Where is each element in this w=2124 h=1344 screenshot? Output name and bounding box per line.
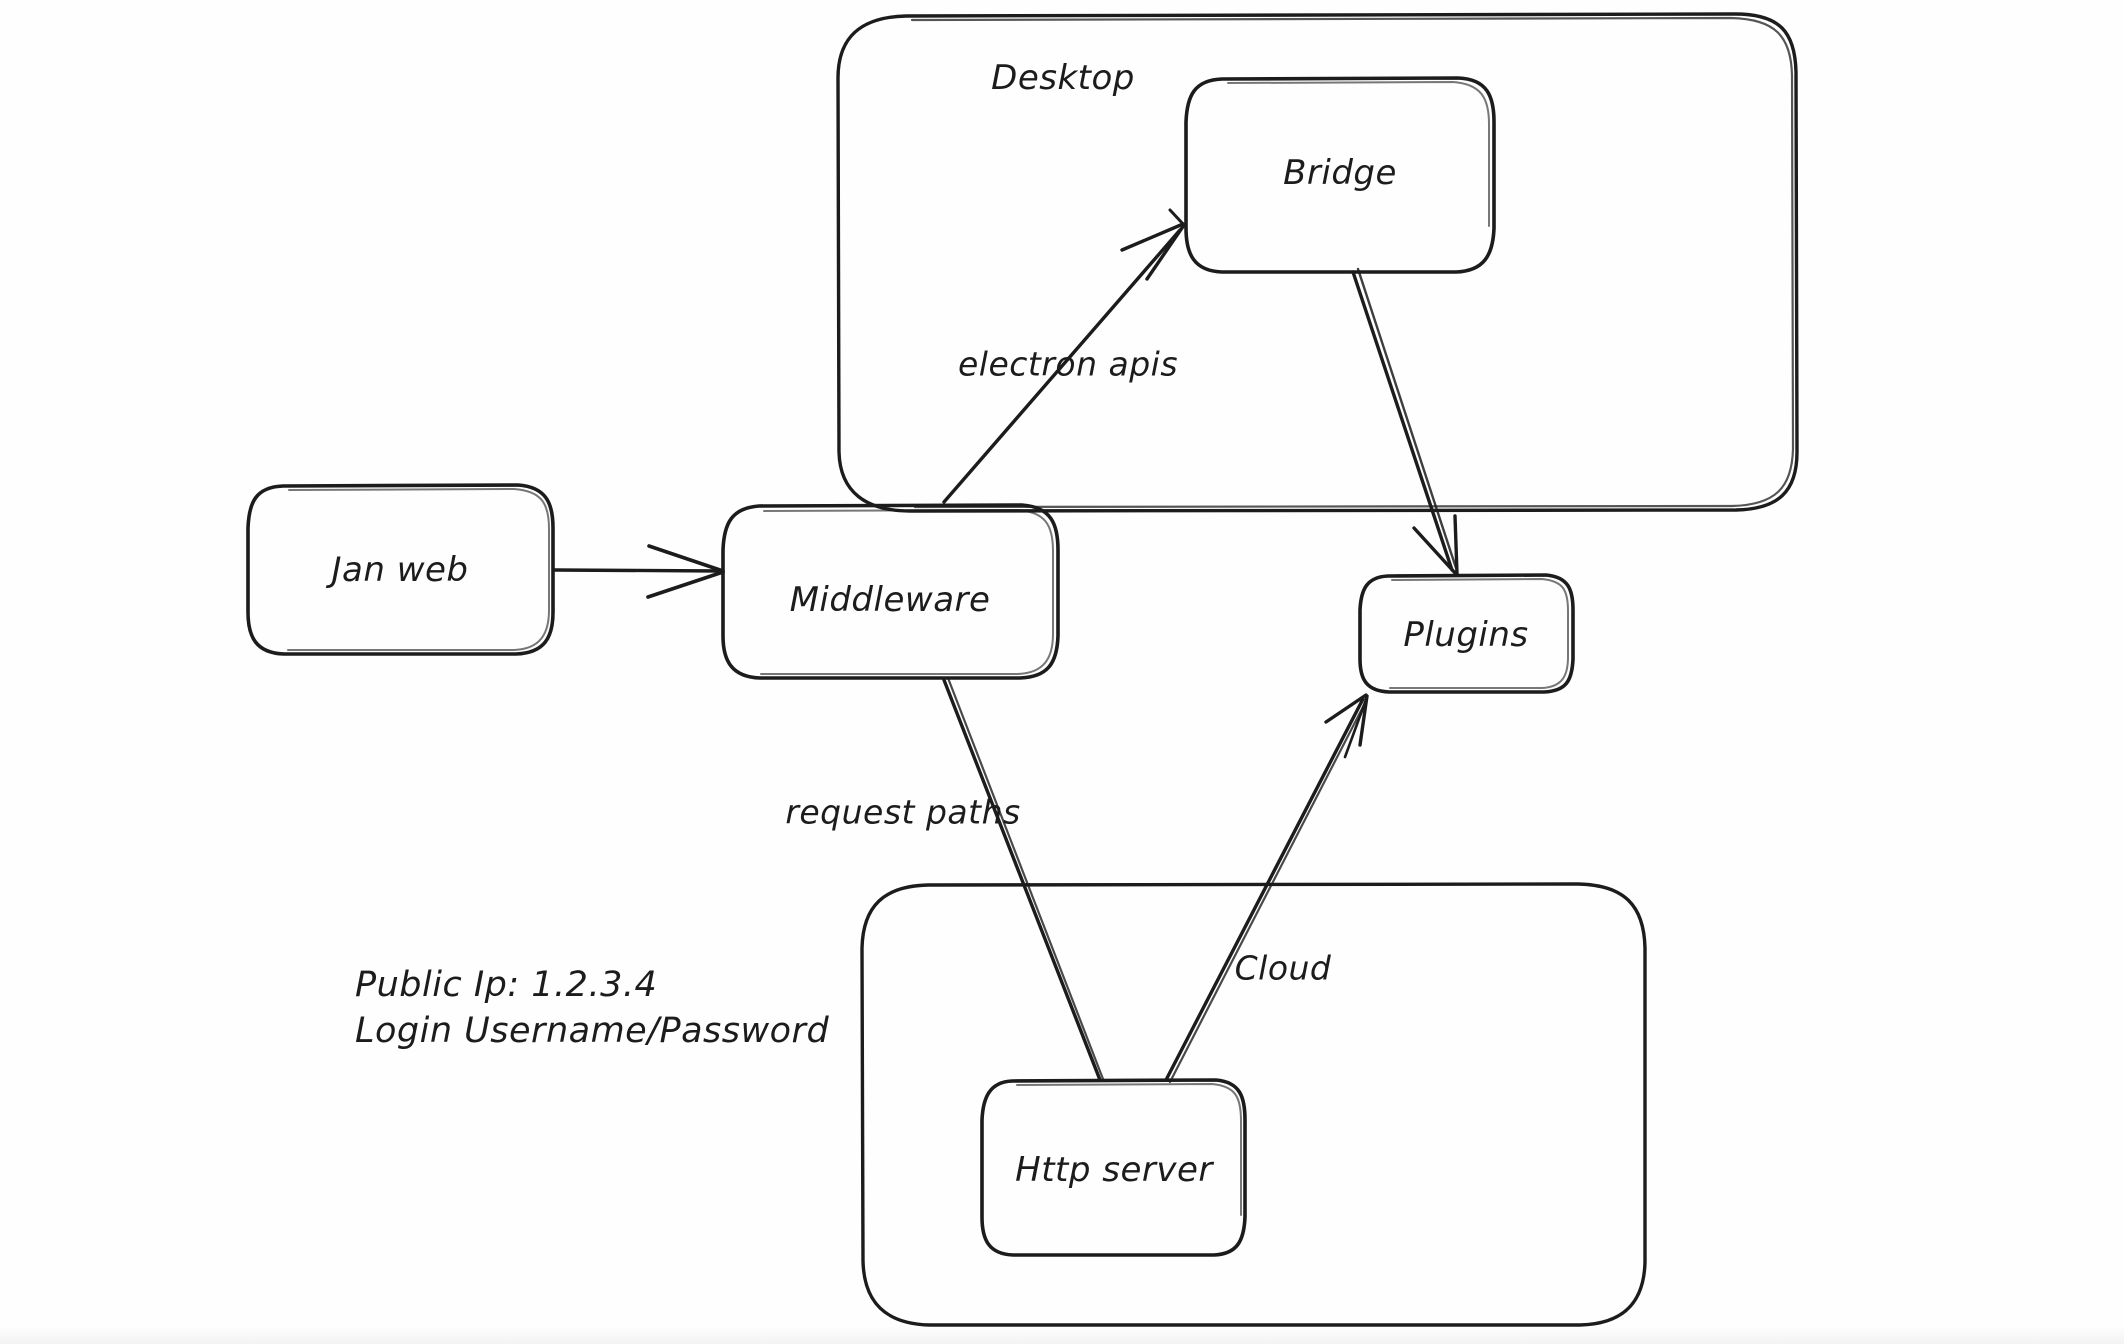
- node-label-jan-web[interactable]: Jan web: [331, 550, 469, 590]
- node-httpserver-outline: [980, 1078, 1247, 1257]
- node-janweb-outline: [246, 483, 555, 656]
- edge-janweb-to-middleware: [552, 544, 725, 599]
- node-middleware-outline: [721, 503, 1060, 680]
- edge-label-cloud: Cloud: [1234, 948, 1332, 988]
- node-bridge-outline: [1184, 76, 1496, 274]
- group-cloud-outline: [860, 882, 1647, 1327]
- edge-bridge-to-plugins: [1351, 267, 1459, 576]
- node-plugins-outline: [1358, 573, 1575, 694]
- edge-httpserver-to-plugins: [1164, 693, 1369, 1084]
- note-public-ip: Public Ip: 1.2.3.4: [355, 965, 658, 1005]
- edge-httpserver-to-middleware: [942, 676, 1105, 1082]
- group-desktop-outline: [836, 12, 1799, 513]
- node-label-http-server[interactable]: Http server: [1015, 1150, 1213, 1190]
- notes-block: Public Ip: 1.2.3.4 Login Username/Passwo…: [355, 962, 829, 1054]
- note-login: Login Username/Password: [355, 1011, 830, 1052]
- node-label-bridge[interactable]: Bridge: [1283, 153, 1397, 193]
- edge-middleware-to-bridge: [942, 208, 1186, 504]
- node-label-plugins[interactable]: Plugins: [1403, 615, 1529, 655]
- node-label-middleware[interactable]: Middleware: [789, 580, 991, 620]
- group-label-desktop: Desktop: [991, 58, 1135, 98]
- edge-label-request-paths: request paths: [785, 792, 1021, 832]
- edge-label-electron-apis: electron apis: [957, 344, 1179, 384]
